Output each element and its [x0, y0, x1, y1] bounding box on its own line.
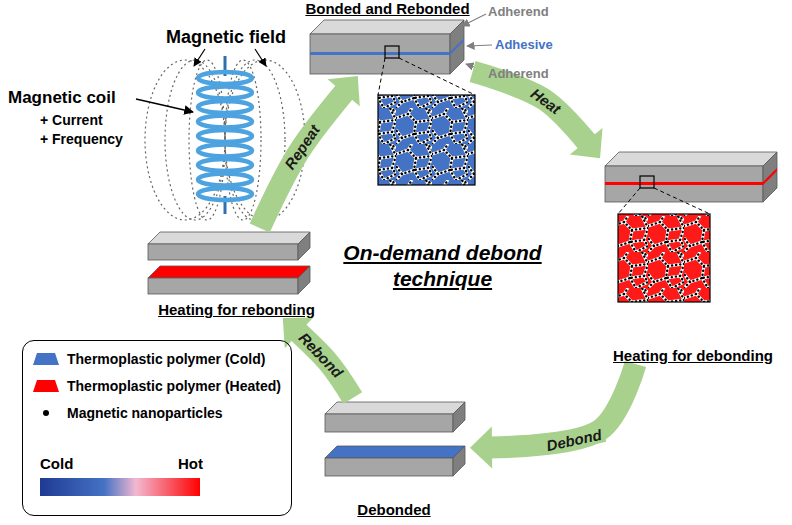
process-arrow [260, 76, 360, 228]
process-arrow [473, 71, 603, 158]
adherend-block [605, 152, 777, 202]
legend-entry: Thermoplastic polymer (Cold) [33, 351, 265, 367]
stage-panel: Heating for rebonding [143, 228, 330, 318]
arrow-body [260, 76, 358, 228]
stage-heading: Debonded [318, 501, 470, 518]
apparatus-label: + Current [40, 112, 103, 128]
arrow-label: Rebond [294, 327, 349, 383]
process-arrow [470, 364, 635, 468]
stage-heading: Heating for rebonding [143, 301, 330, 318]
zoom-inset [378, 46, 475, 185]
stage-heading: Bonded and Rebonded [302, 0, 472, 17]
adherend-block [148, 232, 310, 260]
legend-text: Magnetic nanoparticles [67, 405, 223, 421]
color-bar [40, 478, 200, 496]
stage-panel: Heating for debonding [600, 150, 786, 364]
arrow-head [328, 76, 360, 106]
legend-text: Thermoplastic polymer (Heated) [67, 378, 281, 394]
arrow-body [283, 318, 353, 398]
apparatus-label: Magnetic field [166, 27, 286, 48]
arrow-body [473, 71, 600, 158]
legend-swatch [33, 405, 59, 421]
adhesive-layer [310, 38, 777, 185]
stage-panel: Bonded and Rebonded [302, 0, 472, 76]
layer-label: Adherend [488, 66, 549, 81]
leader-lines [136, 49, 266, 112]
legend-entry: Thermoplastic polymer (Heated) [33, 378, 281, 394]
scale-label: Cold [40, 455, 73, 472]
legend-box: Thermoplastic polymer (Cold) Thermoplasti… [22, 340, 292, 516]
process-arrow [283, 317, 353, 398]
adherend-block [310, 20, 464, 74]
magnetic-coil [198, 56, 252, 214]
apparatus-label: Magnetic coil [8, 88, 116, 108]
legend-entry: Magnetic nanoparticles [33, 405, 223, 421]
stage-heading: Heating for debonding [600, 347, 786, 364]
apparatus-label: + Frequency [40, 131, 123, 147]
arrow-head [470, 426, 492, 468]
legend-swatch [33, 351, 59, 367]
adherend-block [148, 266, 310, 294]
zoom-inset [618, 176, 710, 302]
scale-label: Hot [178, 455, 203, 472]
adherend-block [325, 402, 465, 432]
adherend-blocks [148, 20, 777, 476]
arrow-head [570, 128, 603, 158]
diagram-title: On-demand debond technique [335, 240, 550, 292]
legend-swatch [33, 378, 59, 394]
layer-label: Adhesive [495, 37, 553, 52]
layer-label: Adherend [488, 4, 549, 19]
adherend-block [325, 446, 465, 476]
legend-text: Thermoplastic polymer (Cold) [67, 351, 265, 367]
stage-panel: Debonded [318, 398, 470, 518]
